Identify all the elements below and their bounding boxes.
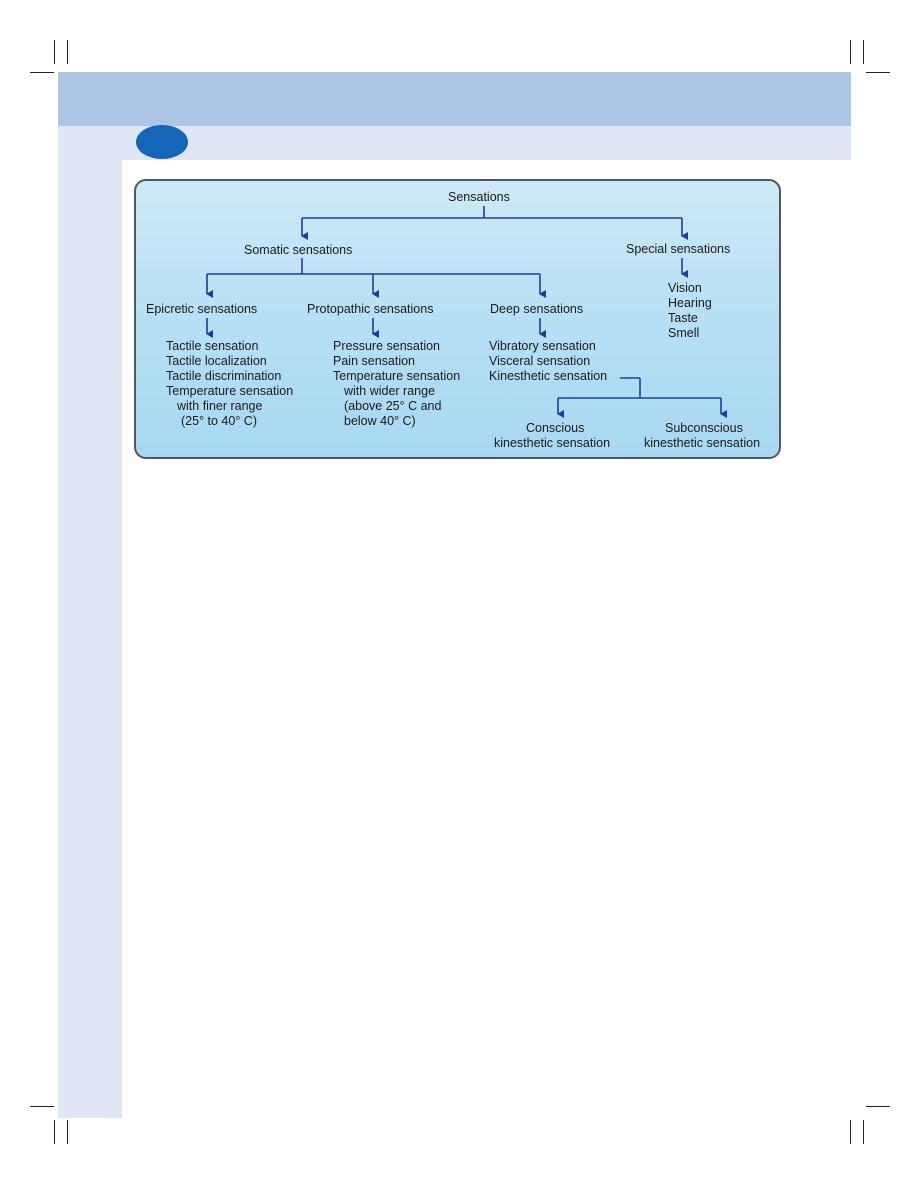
list-item: below 40° C) bbox=[344, 414, 416, 428]
list-item: Tactile discrimination bbox=[166, 369, 282, 383]
node-subconscious-line1: Subconscious bbox=[665, 421, 743, 435]
list-item: Visceral sensation bbox=[489, 354, 591, 368]
sub-header-band bbox=[58, 126, 851, 160]
list-item: Taste bbox=[668, 311, 698, 325]
node-conscious-line1: Conscious bbox=[526, 421, 585, 435]
node-special-sensations: Special sensations bbox=[626, 242, 731, 256]
list-item: Hearing bbox=[668, 296, 712, 310]
list-item: Smell bbox=[668, 326, 700, 340]
chapter-badge bbox=[136, 125, 188, 159]
list-item: Pain sensation bbox=[333, 354, 416, 368]
list-item: Pressure sensation bbox=[333, 339, 441, 353]
list-item: (25° to 40° C) bbox=[181, 414, 258, 428]
sensations-diagram bbox=[134, 179, 781, 459]
list-item: Vibratory sensation bbox=[489, 339, 596, 353]
list-item: with wider range bbox=[344, 384, 436, 398]
node-somatic-sensations: Somatic sensations bbox=[244, 243, 353, 257]
header-band bbox=[58, 72, 851, 126]
node-subconscious-line2: kinesthetic sensation bbox=[644, 436, 761, 450]
list-item: Tactile localization bbox=[166, 354, 267, 368]
list-item: Temperature sensation bbox=[166, 384, 294, 398]
node-protopathic-sensations: Protopathic sensations bbox=[307, 302, 434, 316]
left-margin-band bbox=[58, 72, 122, 1118]
list-item: Temperature sensation bbox=[333, 369, 461, 383]
node-conscious-line2: kinesthetic sensation bbox=[494, 436, 611, 450]
list-item: Tactile sensation bbox=[166, 339, 259, 353]
node-deep-sensations: Deep sensations bbox=[490, 302, 584, 316]
list-item: Vision bbox=[668, 281, 702, 295]
list-item: with finer range bbox=[177, 399, 263, 413]
node-epicretic-sensations: Epicretic sensations bbox=[146, 302, 258, 316]
list-item: (above 25° C and bbox=[344, 399, 442, 413]
node-sensations: Sensations bbox=[448, 190, 510, 204]
list-item: Kinesthetic sensation bbox=[489, 369, 608, 383]
